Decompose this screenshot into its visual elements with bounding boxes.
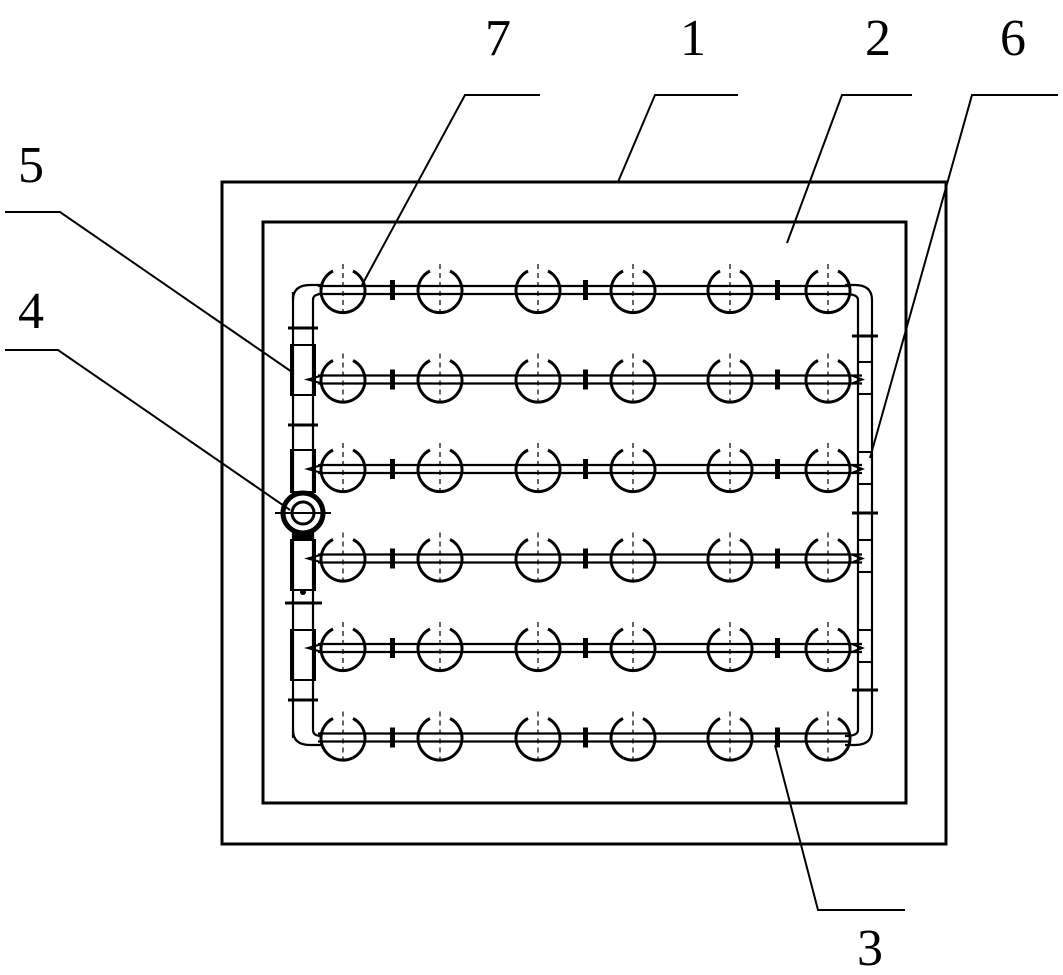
- spray-nozzle: [609, 532, 657, 587]
- spray-nozzle: [319, 532, 367, 587]
- spray-nozzle: [514, 443, 562, 497]
- inlet-fitting: [275, 490, 331, 541]
- pipe-coupling: [390, 280, 395, 300]
- callout-2: 2: [865, 10, 891, 67]
- spray-nozzle: [804, 711, 852, 766]
- callout-6: 6: [1000, 10, 1026, 67]
- spray-nozzle: [416, 353, 464, 408]
- pipe-row: [303, 443, 865, 497]
- spray-nozzle: [609, 264, 657, 318]
- spray-nozzle: [416, 622, 464, 676]
- spray-nozzle: [416, 443, 464, 497]
- spray-nozzle: [804, 264, 852, 318]
- spray-nozzle: [706, 443, 754, 497]
- spray-nozzle: [804, 353, 852, 408]
- outer-frame: [220, 180, 948, 846]
- pipe-coupling: [775, 727, 780, 748]
- callout-7: 7: [485, 10, 511, 67]
- pipe-coupling: [390, 459, 395, 479]
- pipe-coupling: [390, 638, 395, 658]
- spray-nozzle: [319, 443, 367, 497]
- pipe-coupling: [583, 459, 588, 479]
- spray-nozzle: [609, 622, 657, 676]
- pipe-row: [303, 622, 865, 676]
- pipe-coupling: [390, 548, 395, 569]
- pipe-coupling: [775, 548, 780, 569]
- pipe-coupling: [583, 638, 588, 658]
- leader-lines: [5, 94, 1058, 911]
- pipe-coupling: [775, 459, 780, 479]
- pipe-row: [303, 532, 865, 587]
- spray-nozzle: [609, 443, 657, 497]
- spray-nozzle: [319, 264, 367, 318]
- spray-nozzle: [706, 711, 754, 766]
- pipe-coupling: [583, 548, 588, 569]
- pipe-row: [303, 353, 865, 408]
- pipe-coupling: [390, 727, 395, 748]
- callout-3: 3: [857, 920, 883, 975]
- spray-nozzle: [319, 711, 367, 766]
- pipe-row: [318, 711, 852, 766]
- spray-nozzle: [514, 532, 562, 587]
- spray-nozzle: [416, 711, 464, 766]
- spray-nozzle: [804, 532, 852, 587]
- pipe-coupling: [583, 280, 588, 300]
- spray-nozzle: [416, 264, 464, 318]
- spray-nozzle: [319, 353, 367, 408]
- pipe-coupling: [390, 369, 395, 390]
- inner-plate: [261, 220, 908, 805]
- pipe-coupling: [583, 369, 588, 390]
- pipe-row: [318, 264, 852, 318]
- spray-nozzle: [706, 264, 754, 318]
- callout-1: 1: [680, 10, 706, 67]
- spray-nozzle: [706, 353, 754, 408]
- spray-nozzle: [514, 711, 562, 766]
- pipe-rows: [303, 264, 865, 766]
- pipe-coupling: [775, 280, 780, 300]
- right-header-pipe: [844, 283, 878, 747]
- spray-nozzle: [804, 443, 852, 497]
- spray-nozzle: [514, 622, 562, 676]
- pipe-coupling: [775, 369, 780, 390]
- spray-nozzle: [706, 622, 754, 676]
- spray-nozzle: [609, 353, 657, 408]
- spray-nozzle: [514, 264, 562, 318]
- callout-5: 5: [18, 137, 44, 194]
- callout-4: 4: [18, 283, 44, 340]
- pipe-coupling: [775, 638, 780, 658]
- spray-nozzle: [514, 353, 562, 408]
- spray-nozzle: [706, 532, 754, 587]
- pipe-coupling: [583, 727, 588, 748]
- spray-nozzle: [804, 622, 852, 676]
- spray-nozzle: [416, 532, 464, 587]
- spray-nozzle: [609, 711, 657, 766]
- spray-nozzle: [319, 622, 367, 676]
